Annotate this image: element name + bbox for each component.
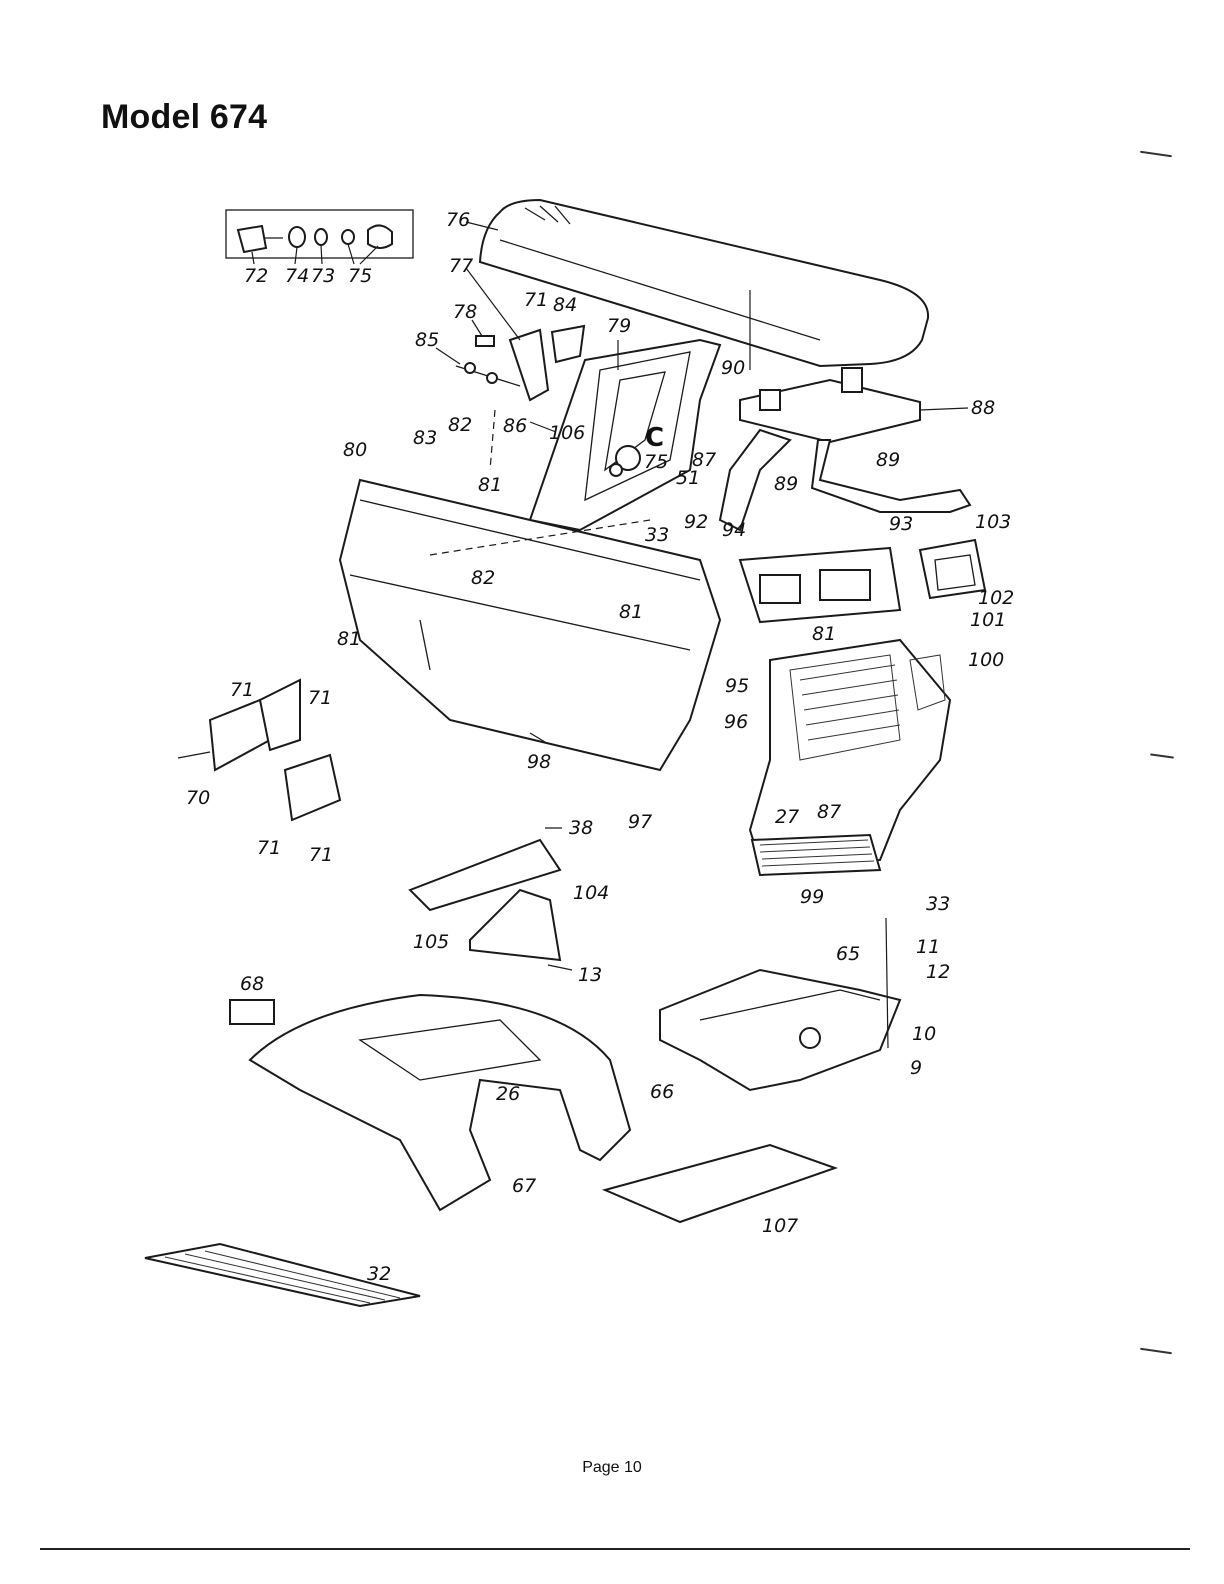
callout-89: 89 [774,473,798,495]
ignition-switch-inset [225,209,414,265]
callout-71b: 71 [230,679,254,701]
callout-74: 74 [285,265,309,287]
callout-96: 96 [724,711,748,733]
callout-98: 98 [527,751,551,773]
callout-71d: 71 [257,837,281,859]
floor-plate [601,1143,839,1224]
callout-89b: 89 [876,449,900,471]
callout-66: 66 [650,1081,674,1103]
callout-10: 10 [912,1023,936,1045]
callout-82: 82 [448,414,472,436]
callout-67: 67 [512,1175,536,1197]
callout-71e: 71 [309,844,333,866]
callout-33b: 33 [926,893,950,915]
callout-33: 33 [645,524,669,546]
callout-76: 76 [446,209,470,231]
callout-73: 73 [311,265,335,287]
callout-84: 84 [553,294,577,316]
callout-92: 92 [684,511,708,533]
headlight-panel [738,538,987,624]
callout-107: 107 [762,1215,798,1237]
callout-78: 78 [453,301,477,323]
pivot-bracket [177,678,342,822]
latch-parts [435,267,586,402]
callout-70: 70 [186,787,210,809]
callout-38: 38 [569,817,593,839]
callout-94: 94 [722,519,746,541]
callout-75: 75 [348,265,372,287]
hood-part [338,409,722,772]
callout-11: 11 [916,936,940,958]
callout-82b: 82 [471,567,495,589]
callout-72: 72 [244,265,268,287]
callout-9: 9 [910,1057,922,1079]
callout-71: 71 [524,289,548,311]
callout-27: 27 [775,806,799,828]
grille-part [748,638,952,877]
callout-13: 13 [578,964,602,986]
callout-51: 51 [676,467,700,489]
callout-103: 103 [975,511,1011,533]
callout-81b: 81 [619,601,643,623]
callout-77: 77 [449,255,473,277]
callout-104: 104 [573,882,609,904]
callout-86: 86 [503,415,527,437]
footrest [144,1242,421,1308]
callout-95: 95 [725,675,749,697]
bottom-divider [40,1548,1190,1550]
callout-26: 26 [496,1083,520,1105]
callout-80: 80 [343,439,367,461]
callout-93: 93 [889,513,913,535]
callout-65: 65 [836,943,860,965]
callout-12: 12 [926,961,950,983]
callout-75b: 75 [644,451,668,473]
callout-85: 79 [607,315,631,337]
page-number: Page 10 [582,1459,642,1476]
callout-90: 90 [721,357,745,379]
callout-C: C [645,423,664,453]
callout-99: 99 [800,886,824,908]
callout-83: 83 [413,427,437,449]
callout-102: 102 [978,587,1014,609]
callout-105: 105 [413,931,449,953]
callout-81d: 81 [812,623,836,645]
callout-88: 88 [971,397,995,419]
callout-labels: 72 74 73 75 76 77 71 84 78 79 85 80 83 8… [186,209,1014,1285]
callout-81c: 81 [337,628,361,650]
callout-87: 87 [692,449,716,471]
callout-97: 97 [628,811,652,833]
callout-71c: 71 [308,687,332,709]
fender-part [229,993,632,1212]
battery-bracket [408,827,573,971]
callout-68: 68 [240,973,264,995]
callout-81: 81 [478,474,502,496]
seat-part [465,198,930,368]
page-title: Model 674 [101,98,268,136]
callout-106: 106 [549,422,585,444]
callout-101: 101 [970,609,1006,631]
frame-part [659,917,902,1092]
callout-32: 32 [367,1263,391,1285]
callout-79: 85 [415,329,439,351]
seat-bracket [718,290,972,532]
callout-100: 100 [968,649,1004,671]
callout-87b: 87 [817,801,841,823]
